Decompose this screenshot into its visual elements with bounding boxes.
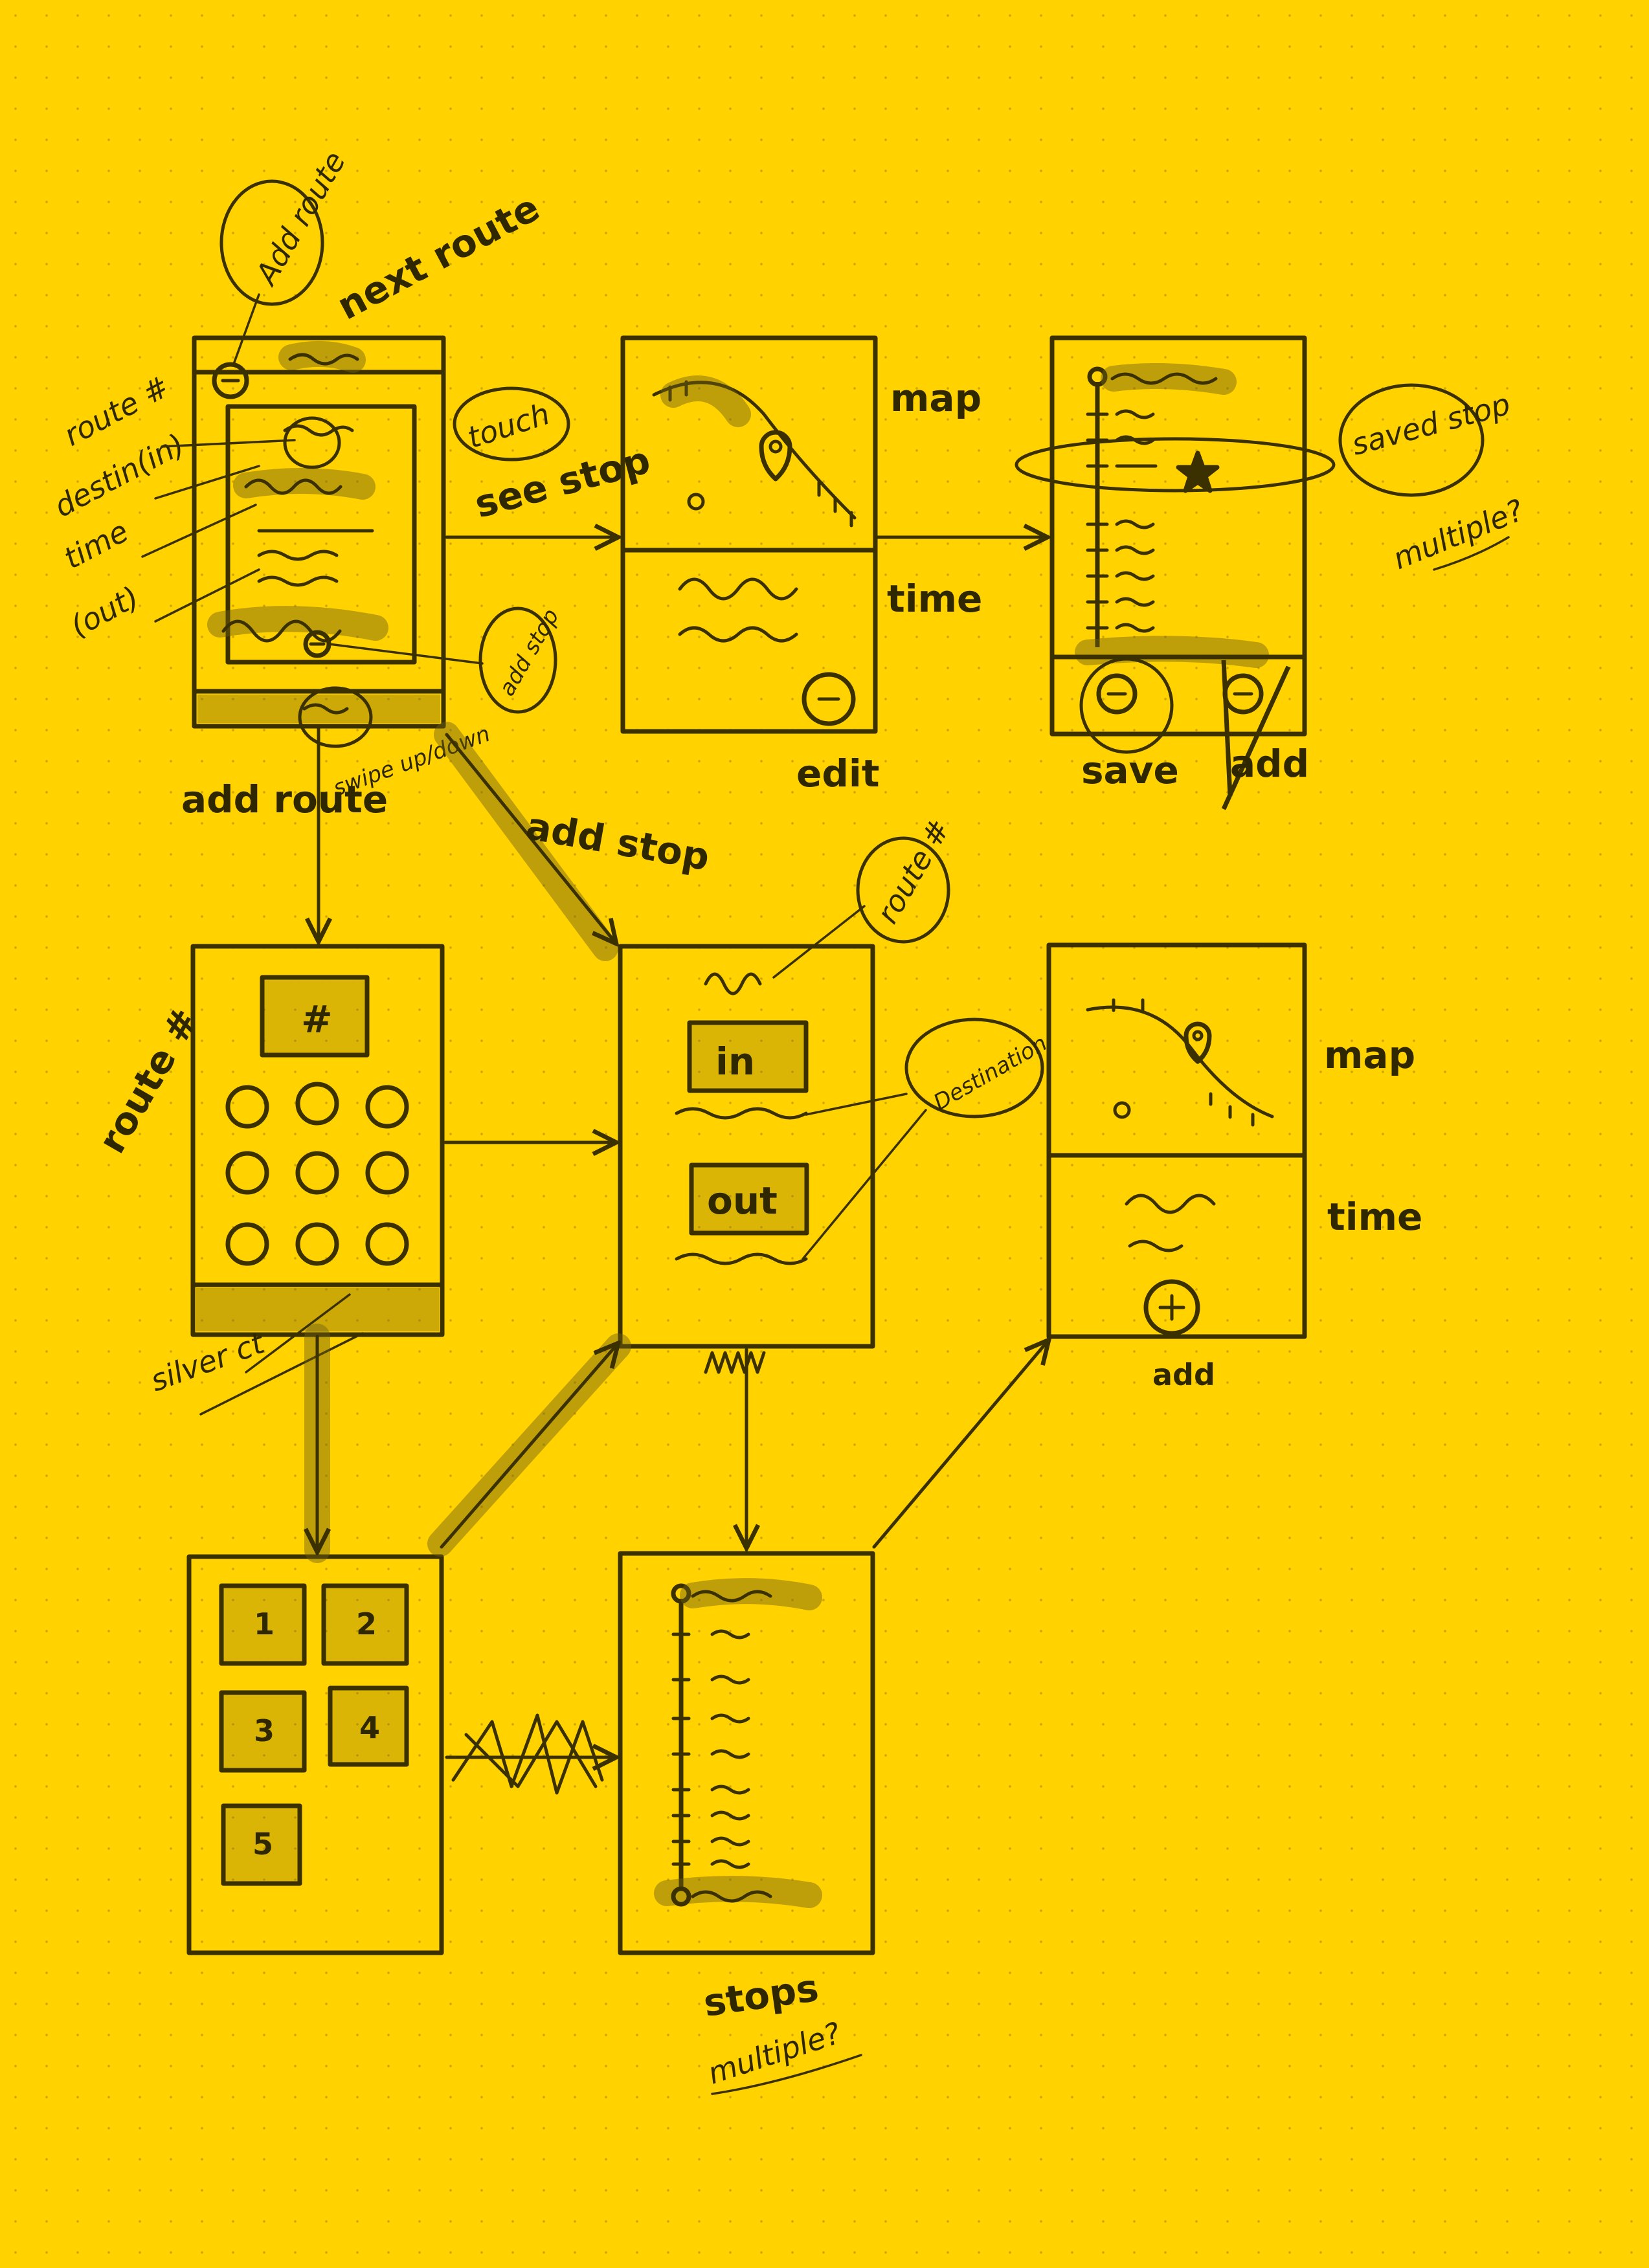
tile-1-label: 1 <box>254 1606 275 1641</box>
annotation-route-hash-bubble: route # <box>774 813 957 977</box>
screen-map-time-add <box>1049 945 1305 1337</box>
screen-tiles <box>189 1557 442 1953</box>
screen-saved-stops <box>1016 338 1334 809</box>
hash-key-label: # <box>301 997 333 1041</box>
tile-4-label: 4 <box>359 1710 380 1745</box>
annotation-destination: Destination <box>803 1019 1051 1259</box>
add-route-label: add route <box>181 777 388 821</box>
screen-stops-list <box>620 1553 873 1953</box>
map-label-1: map <box>890 376 982 420</box>
multiple-note-2: multiple? <box>704 2016 846 2091</box>
edit-label: edit <box>796 751 879 795</box>
screen-route-list <box>194 338 443 726</box>
destination-bubble-label: Destination <box>929 1030 1051 1116</box>
saved-stop-note: saved stop <box>1348 386 1514 462</box>
save-label: save <box>1081 748 1179 792</box>
time-label-1: time <box>887 577 982 621</box>
time-note: time <box>58 513 134 575</box>
out-note: (out) <box>65 579 145 644</box>
touch-note: touch <box>463 396 554 455</box>
map-label-2: map <box>1324 1033 1415 1077</box>
out-button-label: out <box>707 1179 778 1223</box>
multiple-note-1: multiple? <box>1388 493 1529 577</box>
add-label-2: add <box>1152 1357 1215 1392</box>
tile-5-label: 5 <box>252 1827 273 1862</box>
see-stop-label: see stop <box>470 438 655 526</box>
in-button-label: in <box>715 1040 755 1084</box>
screen-map-time-edit <box>623 338 875 731</box>
stops-label: stops <box>701 1966 821 2025</box>
route-hash-side-label: route # <box>89 1001 207 1161</box>
add-route-bubble-label: Add route <box>248 146 353 292</box>
next-route-label: next route <box>330 185 547 328</box>
annotation-saved-stop: saved stop multiple? <box>1340 385 1529 576</box>
add-crossed-label: add <box>1230 742 1309 786</box>
tile-2-label: 2 <box>356 1606 377 1641</box>
screen-in-out <box>620 946 873 1372</box>
annotation-add-route: Add route <box>221 146 352 366</box>
time-label-2: time <box>1327 1195 1422 1239</box>
tile-3-label: 3 <box>254 1713 275 1748</box>
